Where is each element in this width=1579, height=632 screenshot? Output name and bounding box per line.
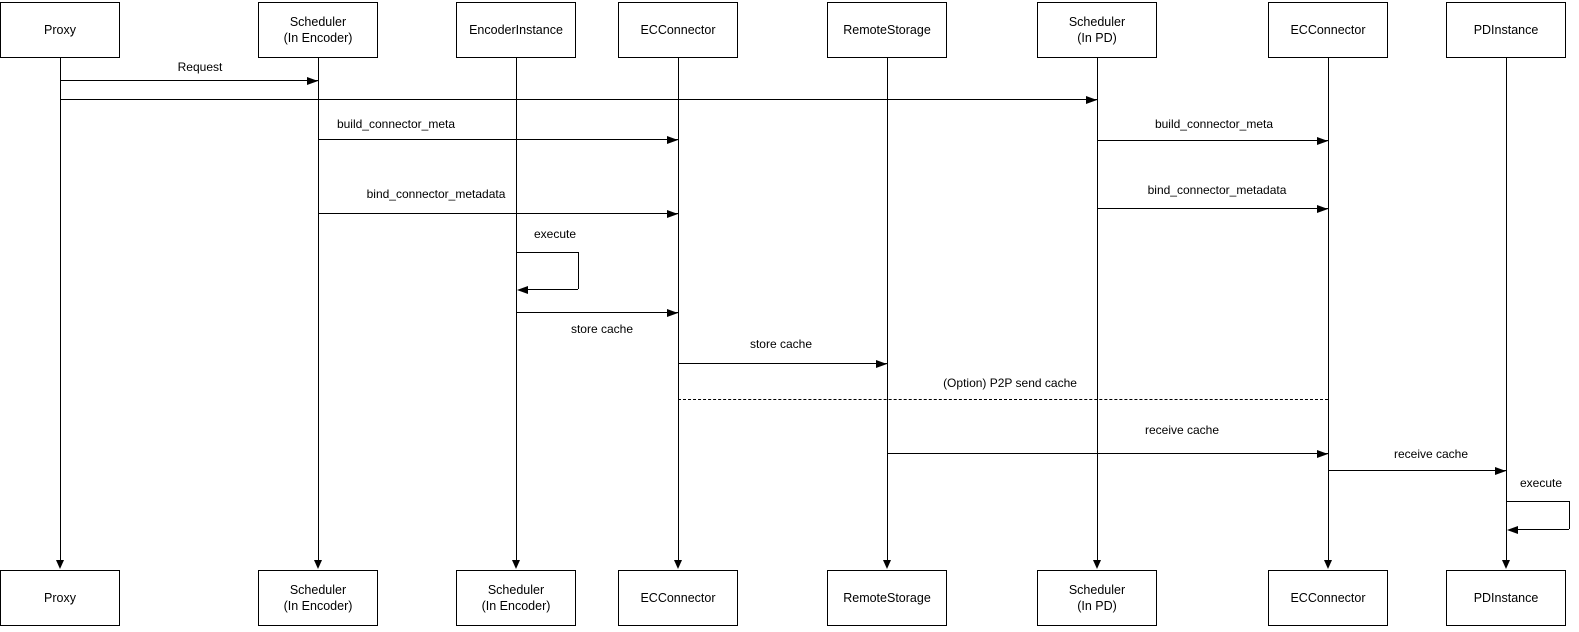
message-label-bind-connector-metadata-right: bind_connector_metadata [1147, 183, 1287, 197]
self-message-label-execute-pd: execute [1519, 476, 1563, 490]
message-arrowhead-request [307, 76, 318, 85]
message-arrowhead-build-connector-meta-right [1317, 136, 1328, 145]
self-message-side-execute-encoder [578, 252, 579, 289]
message-label-receive-cache-remote-to-ec: receive cache [1144, 423, 1220, 437]
lifeline-pd-instance [1506, 58, 1507, 561]
actor-box-top-remote-storage: RemoteStorage [827, 2, 947, 58]
self-message-side-execute-pd [1569, 501, 1570, 529]
message-line-request [60, 80, 318, 81]
lifeline-arrowhead-proxy [55, 560, 64, 569]
actor-box-top-ec-connector-right: ECConnector [1268, 2, 1388, 58]
lifeline-scheduler-in-pd [1097, 58, 1098, 561]
lifeline-scheduler-in-encoder [318, 58, 319, 561]
message-arrowhead-store-cache-encoder-to-ec [667, 308, 678, 317]
message-line-store-cache-ec-to-remote [678, 363, 887, 364]
actor-box-bottom-scheduler-in-pd: Scheduler (In PD) [1037, 570, 1157, 626]
self-message-bottom-execute-encoder [527, 289, 578, 290]
actor-box-top-proxy: Proxy [0, 2, 120, 58]
actor-box-top-encoder-instance: EncoderInstance [456, 2, 576, 58]
lifeline-arrowhead-remote-storage [882, 560, 891, 569]
message-label-build-connector-meta-right: build_connector_meta [1154, 117, 1274, 131]
actor-box-bottom-encoder-instance: Scheduler (In Encoder) [456, 570, 576, 626]
lifeline-arrowhead-scheduler-in-pd [1092, 560, 1101, 569]
message-arrowhead-receive-cache-ec-to-pd [1495, 466, 1506, 475]
message-label-p2p-send-cache: (Option) P2P send cache [943, 376, 1077, 390]
self-message-arrowhead-execute-encoder [517, 285, 528, 294]
actor-box-top-scheduler-in-encoder: Scheduler (In Encoder) [258, 2, 378, 58]
message-label-store-cache-encoder-to-ec: store cache [570, 322, 634, 336]
lifeline-proxy [60, 58, 61, 561]
message-label-receive-cache-ec-to-pd: receive cache [1393, 447, 1469, 461]
message-line-p2p-send-cache [678, 399, 1328, 400]
actor-box-bottom-ec-connector-left: ECConnector [618, 570, 738, 626]
message-line-proxy-to-scheduler-pd [60, 99, 1097, 100]
message-line-bind-connector-metadata-right [1097, 208, 1328, 209]
lifeline-arrowhead-encoder-instance [511, 560, 520, 569]
lifeline-arrowhead-ec-connector-left [673, 560, 682, 569]
actor-box-bottom-pd-instance: PDInstance [1446, 570, 1566, 626]
lifeline-arrowhead-pd-instance [1501, 560, 1510, 569]
message-label-request: Request [177, 60, 223, 74]
message-arrowhead-receive-cache-remote-to-ec [1317, 449, 1328, 458]
message-line-bind-connector-metadata-left [318, 213, 678, 214]
lifeline-remote-storage [887, 58, 888, 561]
self-message-bottom-execute-pd [1517, 529, 1569, 530]
actor-box-bottom-scheduler-in-encoder: Scheduler (In Encoder) [258, 570, 378, 626]
message-label-bind-connector-metadata-left: bind_connector_metadata [366, 187, 506, 201]
message-line-receive-cache-ec-to-pd [1328, 470, 1506, 471]
message-line-store-cache-encoder-to-ec [516, 312, 678, 313]
lifeline-arrowhead-scheduler-in-encoder [313, 560, 322, 569]
message-arrowhead-bind-connector-metadata-right [1317, 204, 1328, 213]
actor-box-top-pd-instance: PDInstance [1446, 2, 1566, 58]
actor-box-top-ec-connector-left: ECConnector [618, 2, 738, 58]
message-arrowhead-build-connector-meta-left [667, 135, 678, 144]
message-line-receive-cache-remote-to-ec [887, 453, 1328, 454]
lifeline-arrowhead-ec-connector-right [1323, 560, 1332, 569]
message-label-build-connector-meta-left: build_connector_meta [336, 117, 456, 131]
message-line-build-connector-meta-left [318, 139, 678, 140]
actor-box-bottom-remote-storage: RemoteStorage [827, 570, 947, 626]
self-message-arrowhead-execute-pd [1507, 525, 1518, 534]
self-message-label-execute-encoder: execute [533, 227, 577, 241]
lifeline-ec-connector-right [1328, 58, 1329, 561]
lifeline-ec-connector-left [678, 58, 679, 561]
lifeline-encoder-instance [516, 58, 517, 561]
message-arrowhead-bind-connector-metadata-left [667, 209, 678, 218]
actor-box-bottom-proxy: Proxy [0, 570, 120, 626]
self-message-top-execute-encoder [516, 252, 578, 253]
message-arrowhead-proxy-to-scheduler-pd [1086, 95, 1097, 104]
actor-box-bottom-ec-connector-right: ECConnector [1268, 570, 1388, 626]
actor-box-top-scheduler-in-pd: Scheduler (In PD) [1037, 2, 1157, 58]
message-line-build-connector-meta-right [1097, 140, 1328, 141]
message-arrowhead-store-cache-ec-to-remote [876, 359, 887, 368]
message-label-store-cache-ec-to-remote: store cache [749, 337, 813, 351]
self-message-top-execute-pd [1506, 501, 1569, 502]
